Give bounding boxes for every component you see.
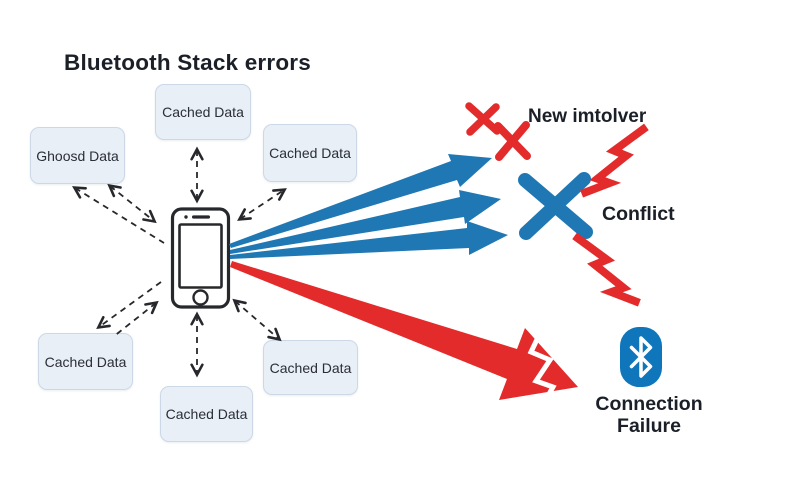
diagram-title: Bluetooth Stack errors: [64, 50, 311, 75]
node-label: Cached Data: [269, 359, 352, 376]
node-cached-data-bottom-center: Cached Data: [160, 386, 253, 442]
blue-arrow-bottom: [230, 221, 508, 259]
node-cached-data-bottom-right: Cached Data: [263, 340, 358, 395]
lightning-bolt-icon-lower: [572, 232, 641, 307]
dashed-arrow-left-upper: [107, 183, 157, 224]
error-label-conflict: Conflict: [602, 203, 675, 225]
node-label: Ghoosd Data: [36, 147, 119, 164]
node-label: Cached Data: [165, 406, 248, 422]
dashed-arrow-bottom-left-a: [96, 281, 162, 330]
node-cached-data-top-center: Cached Data: [155, 84, 251, 140]
lightning-bolt-icon-upper: [580, 123, 649, 198]
dashed-arrow-top-right: [237, 188, 287, 221]
crack-icon: [527, 327, 557, 412]
bluetooth-icon: [620, 327, 662, 387]
node-label: Cached Data: [162, 104, 244, 120]
node-ghost-data-left: Ghoosd Data: [30, 127, 125, 184]
node-cached-data-bottom-left: Cached Data: [38, 333, 133, 390]
smartphone-icon: [170, 207, 231, 309]
node-label: Cached Data: [269, 145, 351, 161]
node-cached-data-top-right: Cached Data: [263, 124, 357, 182]
error-label-new-resolver: New imtolver: [528, 106, 647, 127]
node-label: Cached Data: [44, 353, 127, 370]
dashed-line-left-lower: [72, 186, 165, 244]
red-x-icon-2: [494, 121, 531, 161]
blue-x-icon: [518, 172, 593, 240]
error-label-connection-failure: Connection Failure: [595, 393, 703, 437]
blue-arrow-middle: [230, 190, 501, 254]
dashed-arrow-bottom-right: [232, 298, 282, 342]
red-x-icon: [465, 102, 501, 136]
dashed-arrow-bottom-left-b: [112, 300, 159, 338]
